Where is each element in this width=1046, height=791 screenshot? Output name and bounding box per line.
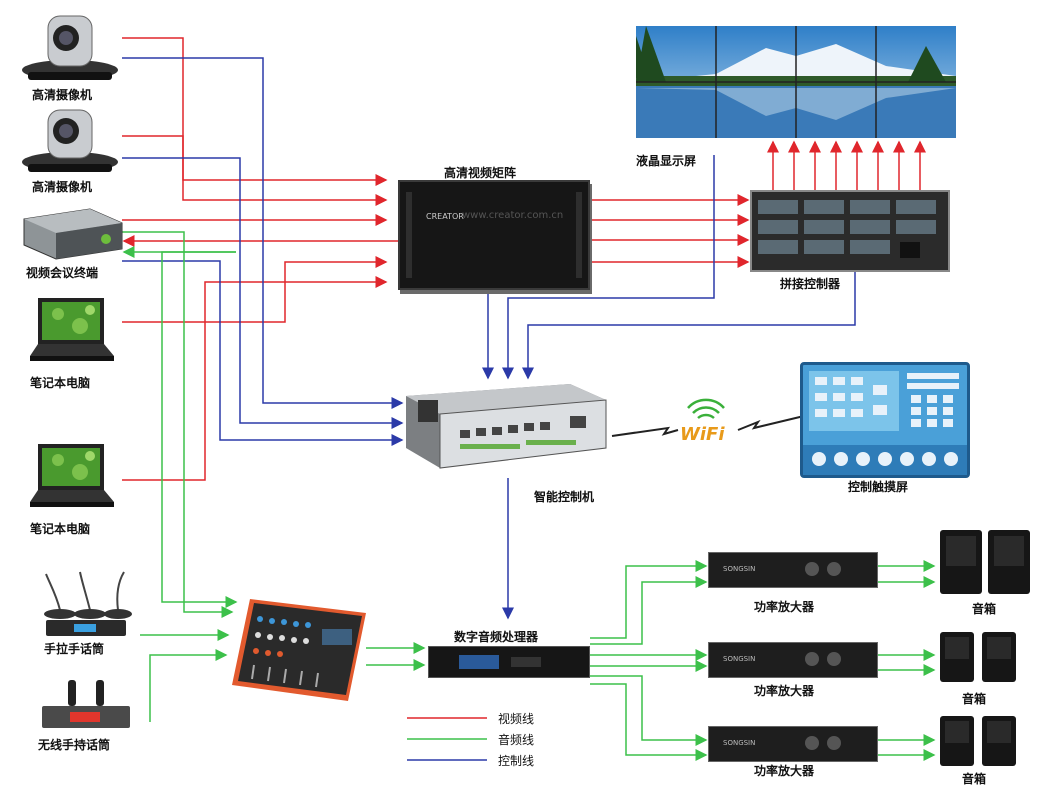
amp1-brand: SONGSIN bbox=[723, 565, 756, 573]
hd-camera-2 bbox=[22, 109, 118, 172]
gooseneck-mic-label: 手拉手话筒 bbox=[44, 642, 105, 656]
power-amplifier-3: SONGSIN bbox=[708, 726, 878, 762]
matrix-watermark: www.creator.com.cn bbox=[462, 210, 564, 221]
audio-mixer bbox=[232, 599, 366, 701]
wireless-mic-label: 无线手持话筒 bbox=[38, 738, 111, 752]
speakers-2 bbox=[940, 632, 1016, 682]
matrix-label: 高清视频矩阵 bbox=[444, 166, 517, 180]
hd-camera-1-label: 高清摄像机 bbox=[32, 88, 93, 102]
amp3-label: 功率放大器 bbox=[754, 764, 815, 778]
video-conference-label: 视频会议终端 bbox=[26, 266, 99, 280]
matrix-brand: CREATOR bbox=[426, 212, 464, 221]
speakers-1 bbox=[940, 530, 1030, 594]
wifi-label: WiFi bbox=[680, 424, 725, 445]
control-touch-screen bbox=[800, 362, 970, 478]
laptop-1-label: 笔记本电脑 bbox=[30, 376, 91, 390]
lcd-label: 液晶显示屏 bbox=[636, 154, 697, 168]
splicing-controller bbox=[750, 190, 950, 272]
lcd-video-wall bbox=[636, 26, 956, 138]
speaker3-label: 音箱 bbox=[962, 772, 987, 786]
amp1-label: 功率放大器 bbox=[754, 600, 815, 614]
hd-video-matrix: CREATOR www.creator.com.cn bbox=[398, 180, 590, 290]
legend-video-text: 视频线 bbox=[498, 712, 535, 726]
legend-control-text: 控制线 bbox=[498, 754, 535, 768]
laptop-2 bbox=[30, 444, 114, 507]
wifi-link bbox=[611, 398, 805, 437]
speaker1-label: 音箱 bbox=[972, 602, 997, 616]
dsp-label: 数字音频处理器 bbox=[454, 630, 539, 644]
conference-microphones bbox=[44, 571, 132, 636]
amp2-brand: SONGSIN bbox=[723, 655, 756, 663]
speakers-3 bbox=[940, 716, 1016, 766]
wireless-microphones bbox=[42, 680, 130, 728]
legend-audio-text: 音频线 bbox=[498, 733, 535, 747]
hd-camera-1 bbox=[22, 15, 118, 80]
hd-camera-2-label: 高清摄像机 bbox=[32, 180, 93, 194]
power-amplifier-2: SONGSIN bbox=[708, 642, 878, 678]
amp3-brand: SONGSIN bbox=[723, 739, 756, 747]
speaker2-label: 音箱 bbox=[962, 692, 987, 706]
power-amplifier-1: SONGSIN bbox=[708, 552, 878, 588]
laptop-1 bbox=[30, 298, 114, 361]
amp2-label: 功率放大器 bbox=[754, 684, 815, 698]
splicing-controller-label: 拼接控制器 bbox=[780, 277, 841, 291]
central-control-host bbox=[406, 384, 607, 469]
laptop-2-label: 笔记本电脑 bbox=[30, 522, 91, 536]
touch-screen-label: 控制触摸屏 bbox=[848, 480, 909, 494]
video-conference-terminal bbox=[23, 208, 123, 260]
digital-audio-processor bbox=[428, 646, 590, 678]
central-controller-label: 智能控制机 bbox=[534, 490, 595, 504]
